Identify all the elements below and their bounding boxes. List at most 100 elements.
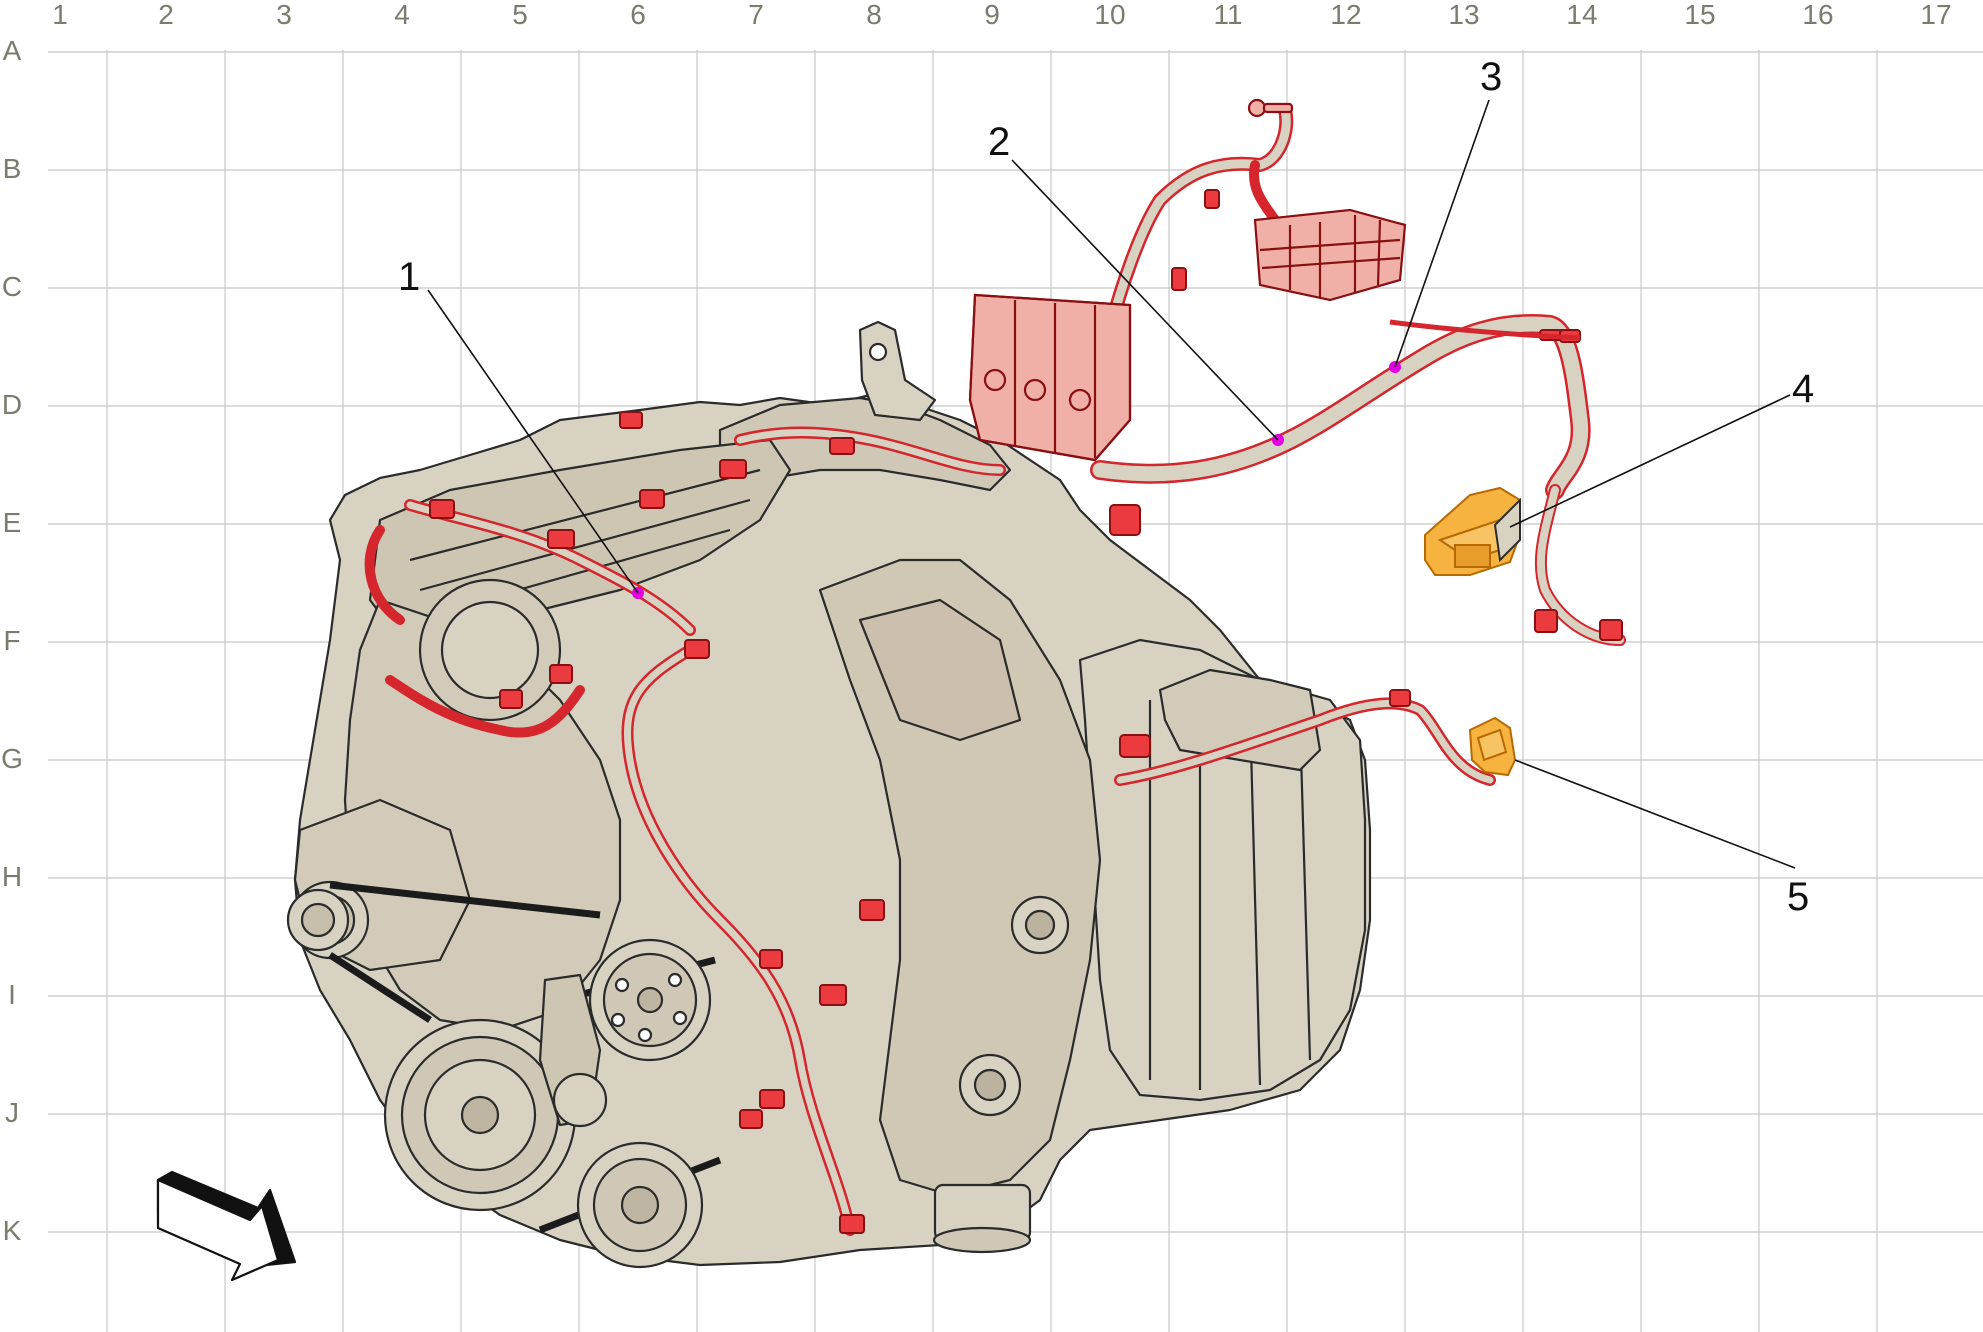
grid-column-label: 15 <box>1684 0 1715 30</box>
grid-column-label: 16 <box>1802 0 1833 30</box>
valve-cover-rib <box>409 468 761 562</box>
connector <box>549 664 573 684</box>
heat-shield-window <box>858 598 1022 742</box>
harness-trunk-main-fill <box>1092 316 1589 498</box>
grid-column-label: 12 <box>1330 0 1361 30</box>
mount-boss <box>1010 895 1070 955</box>
callout-leaders <box>427 99 1796 869</box>
connector <box>719 459 747 479</box>
grid-column-label: 11 <box>1213 0 1242 30</box>
leader-item-2 <box>1011 159 1279 441</box>
grid-row-label: I <box>8 979 16 1010</box>
drive-belt <box>328 881 722 1234</box>
transmission-rib <box>1248 709 1262 1086</box>
transmission-rib <box>1298 719 1312 1061</box>
connector <box>429 499 455 519</box>
harness-branch-item5-fill <box>1116 700 1494 784</box>
leader-item-4 <box>1509 394 1791 528</box>
harness-branch-fusebox <box>1249 160 1280 225</box>
connector <box>829 437 855 455</box>
harness-connectors <box>429 189 1623 1234</box>
heat-shield <box>818 558 1102 1197</box>
grid-column-label: 6 <box>630 0 646 30</box>
lifting-bracket <box>858 320 937 422</box>
transmission-control-unit <box>1158 668 1322 772</box>
cam-gear-cover <box>418 578 562 722</box>
oil-filter <box>932 1183 1032 1254</box>
leader-item-5 <box>1514 759 1796 869</box>
connector-item-5 <box>1468 716 1517 777</box>
connector <box>1204 189 1220 209</box>
grid-column-label: 5 <box>512 0 528 30</box>
grid-row-label: D <box>2 389 22 420</box>
leader-item-1 <box>427 289 639 594</box>
callout-2: 2 <box>988 120 1010 164</box>
belt-tensioner <box>538 973 608 1128</box>
connector <box>839 1214 865 1234</box>
callout-numbers: 1 2 3 4 5 <box>398 55 1814 919</box>
ac-compressor-pulley <box>576 1141 704 1269</box>
connector-item-4 <box>1424 486 1522 576</box>
grid-row-label: J <box>5 1097 19 1128</box>
engine-assembly <box>286 320 1372 1269</box>
grid-column-label: 1 <box>52 0 68 30</box>
connector <box>1119 734 1151 758</box>
grid-column-label: 17 <box>1920 0 1951 30</box>
connector <box>619 411 643 429</box>
connector <box>639 489 665 509</box>
callout-1: 1 <box>398 255 420 299</box>
grid-column-label: 13 <box>1448 0 1479 30</box>
connector <box>1389 689 1411 707</box>
bracket-hole <box>868 342 888 362</box>
valve-cover-rib <box>419 498 751 592</box>
grid-column-label: 14 <box>1566 0 1597 30</box>
harness-engine-timing <box>385 675 585 738</box>
grid-column-label: 7 <box>748 0 764 30</box>
connector <box>547 529 575 549</box>
connector <box>1534 609 1558 633</box>
relay-module <box>968 293 1132 462</box>
harness-engine-left-fill <box>624 646 854 1234</box>
grid-row-label: H <box>2 861 22 892</box>
grid-row-labels: ABCDEFGHIJKL <box>1 35 23 1246</box>
connector <box>1109 504 1141 536</box>
grid-row-label: C <box>2 271 22 302</box>
grid-row-label: G <box>1 743 23 774</box>
connector <box>684 639 710 659</box>
connector <box>1171 267 1187 291</box>
grid-column-label: 8 <box>866 0 882 30</box>
harness-branch-upper-fill <box>1105 105 1291 335</box>
fuse-box <box>1253 208 1407 302</box>
harness-engine-rear <box>364 525 405 625</box>
connector <box>1599 619 1623 641</box>
grid-column-label: 2 <box>158 0 174 30</box>
crankshaft-pulley <box>383 1018 577 1212</box>
grid-column-label: 9 <box>984 0 1000 30</box>
ring-terminal <box>1247 98 1294 118</box>
grid-row-label: A <box>3 35 22 66</box>
grid-row-label: B <box>3 153 22 184</box>
grid-column-label: 10 <box>1094 0 1125 30</box>
wiring-harness <box>364 103 1626 1236</box>
leader-item-3 <box>1394 99 1490 368</box>
grid-row-label: F <box>3 625 20 656</box>
callout-4: 4 <box>1792 367 1814 411</box>
connector <box>759 949 783 969</box>
callout-5: 5 <box>1787 875 1809 919</box>
grid-column-label: 4 <box>394 0 410 30</box>
connector <box>499 689 523 709</box>
view-direction-arrow-icon <box>156 1170 297 1282</box>
grid-row-label: E <box>3 507 22 538</box>
connector <box>759 1089 785 1109</box>
connector <box>859 899 885 921</box>
grid-row-label: K <box>3 1215 22 1246</box>
ground-strap <box>1389 319 1581 341</box>
grid-column-label: 3 <box>276 0 292 30</box>
connector <box>819 984 847 1006</box>
harness-branch-lower-right-fill <box>1536 486 1624 644</box>
alternator-pulley <box>286 888 350 952</box>
callout-3: 3 <box>1480 55 1502 99</box>
mount-boss <box>958 1053 1022 1117</box>
